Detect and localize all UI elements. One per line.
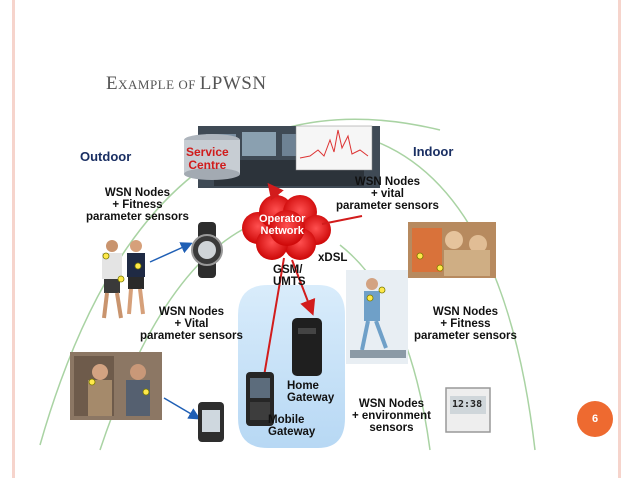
slide-title: EXAMPLE OF LPWSN — [106, 73, 267, 94]
wall-clock — [445, 387, 491, 433]
sports-watch — [191, 222, 223, 278]
operator-network-cloud — [242, 195, 331, 260]
link-network-to-service — [267, 182, 284, 201]
link-network-to-home — [291, 259, 316, 316]
sensor-node — [378, 286, 386, 294]
gsm-umts-label: GSM/UMTS — [273, 264, 306, 289]
xdsl-label: xDSL — [318, 252, 348, 264]
wrist-device — [198, 402, 224, 442]
monitor-2 — [242, 132, 276, 156]
link-elderly-device — [163, 397, 201, 420]
runners-photo — [102, 240, 145, 319]
sensor-node — [102, 252, 110, 260]
link-network-to-mobile — [256, 257, 285, 392]
sensor-node — [436, 264, 444, 272]
home-gateway-device — [292, 318, 322, 376]
clock-display: 12:38 — [452, 399, 483, 410]
sensor-node — [142, 388, 150, 396]
sensor-nodes — [88, 252, 444, 396]
outdoor-label: Outdoor — [80, 149, 132, 164]
slide-edge-right — [618, 0, 621, 478]
sensor-node — [366, 294, 374, 302]
sensor-node — [416, 252, 424, 260]
link-runners-watch — [149, 242, 193, 263]
link-network-to-indoor — [321, 215, 363, 225]
sensor-node — [117, 275, 125, 283]
sensor-node — [134, 262, 142, 270]
slide-edge-left — [12, 0, 15, 478]
signal-chart — [295, 125, 373, 171]
indoor-label: Indoor — [413, 144, 454, 159]
page-number-badge: 6 — [577, 401, 613, 437]
sensor-node — [88, 378, 96, 386]
mobile-phone — [246, 372, 274, 426]
signal-trace — [299, 129, 369, 159]
